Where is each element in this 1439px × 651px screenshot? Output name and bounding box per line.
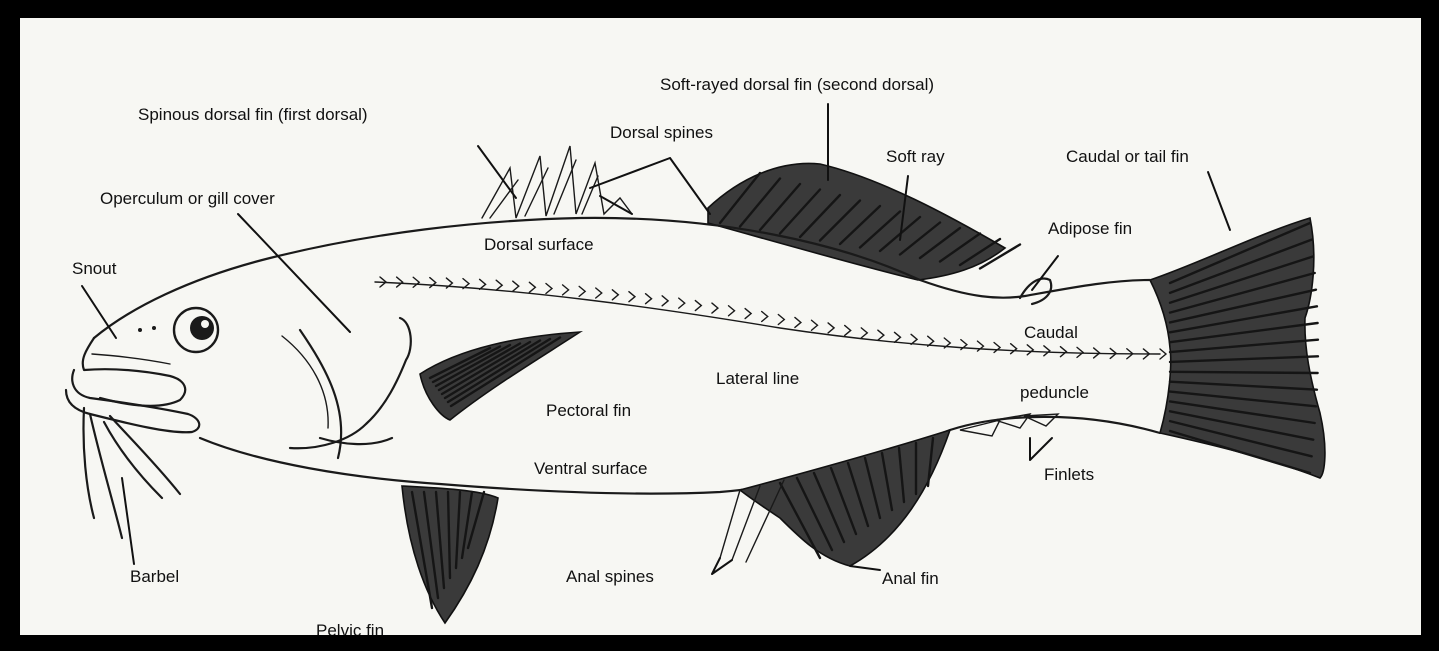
label-soft-rayed-dorsal-fin: Soft-rayed dorsal fin (second dorsal) bbox=[660, 75, 934, 94]
label-finlets: Finlets bbox=[1044, 465, 1094, 484]
label-dorsal-surface: Dorsal surface bbox=[484, 235, 594, 254]
lateral-line-pore bbox=[579, 286, 585, 296]
lateral-line-pore bbox=[496, 280, 502, 290]
label-barbel: Barbel bbox=[130, 567, 179, 586]
barbels bbox=[83, 408, 180, 538]
lateral-line-pore bbox=[612, 290, 618, 300]
pelvic-fin bbox=[402, 486, 498, 623]
label-dorsal-spines: Dorsal spines bbox=[610, 123, 713, 142]
lateral-line-pore bbox=[513, 281, 519, 291]
label-anal-fin: Anal fin bbox=[882, 569, 939, 588]
anal-fin bbox=[720, 430, 950, 566]
lateral-line-pore bbox=[430, 278, 436, 288]
caudal-fin-ray bbox=[1170, 372, 1318, 373]
lateral-line-pore bbox=[861, 328, 867, 338]
label-snout: Snout bbox=[72, 259, 117, 278]
lateral-line-pore bbox=[811, 320, 817, 330]
lateral-line-pore bbox=[1060, 347, 1066, 357]
label-caudal-fin: Caudal or tail fin bbox=[1066, 147, 1189, 166]
lateral-line-pore bbox=[828, 323, 834, 333]
lateral-line-pore bbox=[629, 292, 635, 302]
lateral-line-pore bbox=[894, 332, 900, 342]
lateral-line-pore bbox=[563, 285, 569, 295]
lateral-line-pore bbox=[662, 296, 668, 306]
label-operculum: Operculum or gill cover bbox=[100, 189, 275, 208]
soft-rayed-dorsal-fin bbox=[708, 163, 1020, 280]
label-lateral-line: Lateral line bbox=[716, 369, 799, 388]
lateral-line-pore bbox=[1044, 346, 1050, 356]
label-caudal: Caudal bbox=[1024, 323, 1078, 342]
lateral-line-pore bbox=[911, 334, 917, 344]
lateral-line-pore bbox=[529, 282, 535, 292]
lateral-line-pore bbox=[762, 311, 768, 321]
fish-anatomy-diagram: Spinous dorsal fin (first dorsal) Soft-r… bbox=[20, 18, 1421, 635]
lateral-line-pore bbox=[994, 342, 1000, 352]
label-pelvic-fin: Pelvic fin bbox=[316, 621, 384, 635]
lateral-line-pore bbox=[1160, 349, 1166, 359]
label-anal-spines: Anal spines bbox=[566, 567, 654, 586]
lateral-line-pore bbox=[845, 325, 851, 335]
lateral-line-pore bbox=[795, 317, 801, 327]
lateral-line-pore bbox=[778, 315, 784, 325]
label-peduncle: peduncle bbox=[1020, 383, 1089, 402]
lateral-line-pore bbox=[546, 284, 552, 294]
lateral-line-pore bbox=[695, 301, 701, 311]
lateral-line-pore bbox=[745, 309, 751, 319]
lateral-line-pore bbox=[480, 279, 486, 289]
lateral-line-pore bbox=[397, 277, 403, 287]
lateral-line-pore bbox=[646, 294, 652, 304]
label-ventral-surface: Ventral surface bbox=[534, 459, 647, 478]
lateral-line-pore bbox=[977, 341, 983, 351]
caudal-fin bbox=[1150, 218, 1325, 478]
lateral-line-pore bbox=[679, 298, 685, 308]
label-spinous-dorsal-fin: Spinous dorsal fin (first dorsal) bbox=[138, 105, 368, 124]
lateral-line-pore bbox=[413, 277, 419, 287]
lateral-line-pore bbox=[1027, 345, 1033, 355]
lateral-line-pore bbox=[596, 288, 602, 298]
label-adipose-fin: Adipose fin bbox=[1048, 219, 1132, 238]
labels: Spinous dorsal fin (first dorsal) Soft-r… bbox=[72, 75, 1189, 635]
label-soft-ray: Soft ray bbox=[886, 147, 945, 166]
fish-drawing: Spinous dorsal fin (first dorsal) Soft-r… bbox=[20, 18, 1421, 635]
lateral-line-pore bbox=[1011, 344, 1017, 354]
lateral-line-pore bbox=[729, 306, 735, 316]
lateral-line-pore bbox=[878, 330, 884, 340]
lateral-line-pore bbox=[712, 303, 718, 313]
label-pectoral-fin: Pectoral fin bbox=[546, 401, 631, 420]
